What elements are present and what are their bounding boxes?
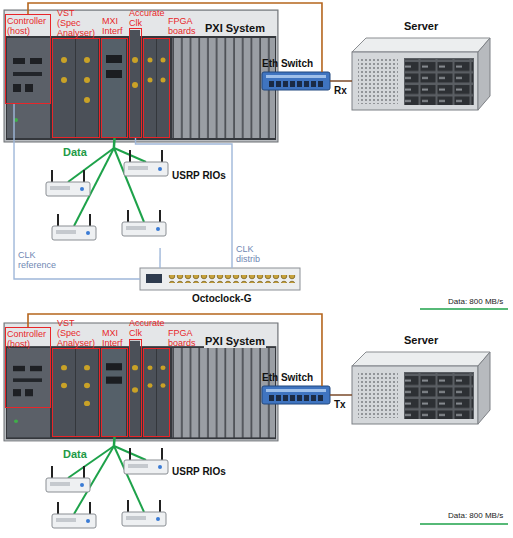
octoclock-body: [140, 268, 300, 290]
controller-box: Controller (host): [5, 327, 51, 408]
fpga-box: FPGA boards: [143, 348, 170, 437]
heading-label: Eth Switch: [262, 372, 313, 384]
usrp-device: [52, 214, 96, 240]
mxi-box: MXI Interf: [101, 38, 128, 138]
rate-underline: [420, 308, 508, 310]
data-link: [113, 138, 116, 148]
clock-box: Accurate Clk: [129, 339, 142, 437]
clock-box: Accurate Clk: [129, 28, 142, 138]
edge-label: Data: [62, 448, 88, 461]
clock-link: [136, 138, 233, 268]
heading-label: USRP RIOs: [172, 170, 226, 182]
switch-art: [262, 386, 330, 404]
pxi-chassis-art: [4, 323, 278, 441]
heading-label: USRP RIOs: [172, 466, 226, 478]
server: Server: [352, 38, 490, 112]
controller-box: Controller (host): [5, 14, 51, 104]
rate-note: Data: 800 MB/s: [448, 511, 503, 521]
usrp-device: [46, 170, 90, 196]
heading-label: FPGA boards: [168, 16, 200, 36]
ethernet-link: [330, 80, 352, 81]
edge-label: Tx: [333, 399, 347, 411]
heading-label: Octoclock-G: [192, 293, 251, 305]
clock-link: [159, 248, 160, 268]
fpga-box: FPGA boards: [143, 38, 170, 138]
mxi-box: MXI Interf: [101, 348, 128, 437]
usrp-device: [124, 150, 168, 176]
server-art: [352, 38, 490, 110]
octoclock: Octoclock-G: [140, 268, 300, 290]
ethernet-link: [28, 314, 322, 386]
rate-note: Data: 800 MB/s: [448, 297, 503, 307]
usrp-group: USRP RIOs: [40, 148, 230, 248]
heading-label: Accurate Clk: [129, 318, 167, 338]
vst-box: VST (Spec Analyser): [52, 38, 100, 138]
heading-label: Server: [404, 20, 438, 33]
pxi-chassis: PXI System Controller (host)VST (Spec Ana…: [4, 323, 278, 441]
pxi-chassis: PXI SystemController (host)VST (Spec Ana…: [4, 10, 278, 142]
heading-label: Accurate Clk: [129, 8, 167, 28]
heading-label: VST (Spec Analyser): [57, 318, 99, 348]
box-label: Controller (host): [6, 15, 50, 37]
octoclock-display: [146, 274, 162, 283]
usrp-device: [46, 466, 90, 492]
edge-label: CLK distrib: [236, 244, 272, 264]
ethernet-link: [330, 394, 352, 395]
usrp-device: [52, 502, 96, 528]
edge-label: CLK reference: [18, 250, 58, 270]
server: Server: [352, 352, 490, 426]
server-art: [352, 352, 490, 424]
heading-label: Server: [404, 334, 438, 347]
box-label: Controller (host): [6, 328, 50, 350]
bnc-connectors: [168, 275, 296, 283]
heading-label: PXI System: [204, 335, 266, 348]
data-link: [113, 437, 116, 446]
octoclock-art: [140, 268, 300, 290]
heading-label: VST (Spec Analyser): [57, 8, 99, 38]
usrp-device: [122, 500, 166, 526]
eth-switch: Eth Switch: [262, 386, 330, 404]
usrp-device: [124, 448, 168, 474]
heading-label: Eth Switch: [262, 58, 313, 70]
heading-label: MXI Interf: [102, 16, 130, 36]
pxi-chassis-art: [4, 10, 278, 142]
heading-label: PXI System: [204, 22, 266, 35]
edge-label: Rx: [333, 85, 348, 97]
edge-label: Data: [62, 146, 88, 159]
usrp-device: [122, 210, 166, 236]
ethernet-link: [28, 3, 322, 72]
rate-underline: [420, 523, 508, 525]
vst-box: VST (Spec Analyser): [52, 348, 100, 437]
switch-art: [262, 72, 330, 90]
heading-label: MXI Interf: [102, 328, 130, 348]
clock-link: [14, 104, 140, 279]
heading-label: FPGA boards: [168, 328, 200, 348]
eth-switch: Eth Switch: [262, 72, 330, 90]
